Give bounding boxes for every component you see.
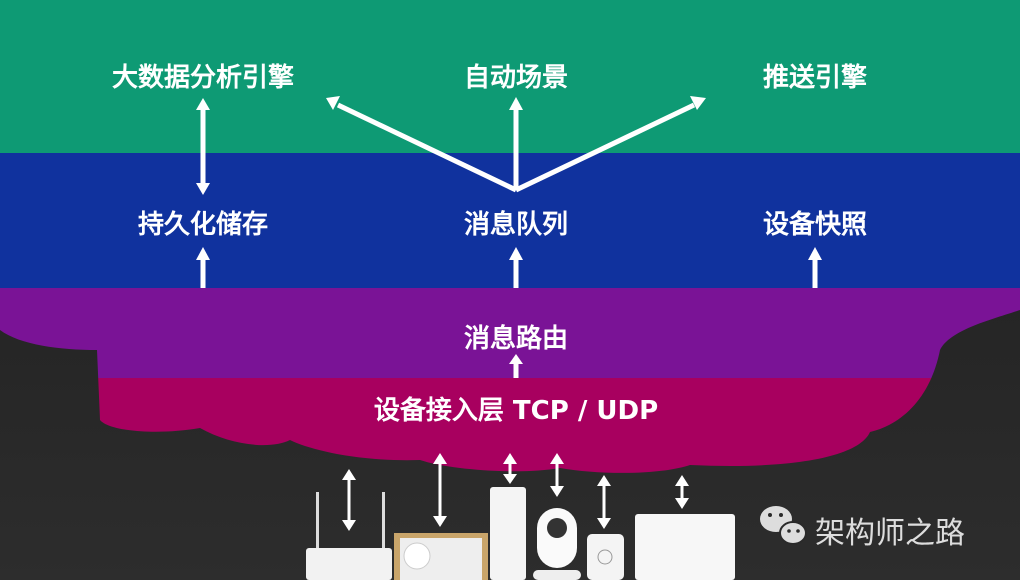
sensor-kit-device	[394, 533, 488, 580]
gateway-device	[635, 514, 735, 580]
message-routing-label: 消息路由	[463, 324, 569, 354]
device-access-layer-label: 设备接入层 TCP / UDP	[373, 396, 659, 426]
camera-device	[533, 508, 581, 580]
push-engine-label: 推送引擎	[762, 63, 868, 93]
big-data-engine-label: 大数据分析引擎	[111, 63, 295, 93]
router-device	[306, 492, 392, 580]
auto-scene-label: 自动场景	[463, 63, 569, 93]
persistent-storage-label: 持久化储存	[137, 210, 269, 240]
arrows	[196, 96, 822, 531]
wechat-icon	[760, 506, 807, 545]
diagonal-arrow	[336, 102, 518, 193]
watermark-text: 架构师之路	[815, 516, 965, 551]
top-layer-band	[0, 0, 1020, 153]
device-snapshot-label: 设备快照	[762, 210, 868, 240]
message-queue-label: 消息队列	[463, 210, 569, 240]
smart-plug-device	[587, 534, 624, 580]
diagonal-arrow	[514, 102, 696, 193]
speaker-device	[490, 487, 526, 580]
devices	[306, 487, 735, 580]
middle-layer-band	[0, 153, 1020, 288]
